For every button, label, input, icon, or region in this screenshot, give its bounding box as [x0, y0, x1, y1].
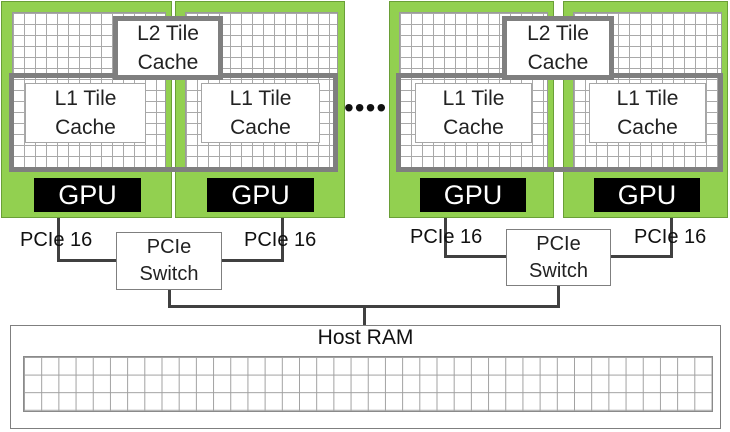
l1-tile-cache-2: L1 Tile Cache — [201, 83, 320, 143]
gpu-label-4: GPU — [594, 178, 700, 212]
l2-cache-label-line2: Cache — [137, 51, 199, 74]
wire-gpu1-to-switch — [57, 259, 117, 262]
pcie-switch-right: PCIe Switch — [506, 229, 611, 286]
switch-label-line2: Switch — [139, 263, 199, 285]
l1-cache-label-line1: L1 Tile — [54, 87, 117, 110]
pcie-link-label-4: PCIe 16 — [634, 226, 707, 248]
gpu-label-2: GPU — [207, 178, 314, 212]
l1-tile-cache-1: L1 Tile Cache — [25, 83, 146, 143]
pcie-link-label-2: PCIe 16 — [244, 229, 317, 251]
wire-gpu2-to-switch — [221, 259, 284, 262]
wire-gpu1-down — [57, 218, 60, 262]
switch-label-line2: Switch — [529, 259, 588, 282]
wire-gpu2-down — [281, 218, 284, 262]
host-ram-label: Host RAM — [317, 326, 414, 349]
l2-tile-cache-right: L2 Tile Cache — [502, 16, 614, 80]
l1-tile-cache-3: L1 Tile Cache — [415, 83, 532, 143]
l1-cache-label-line1: L1 Tile — [229, 87, 292, 110]
gpu-label-3: GPU — [420, 178, 526, 212]
l2-cache-label-line1: L2 Tile — [527, 22, 589, 45]
pcie-switch-left: PCIe Switch — [116, 232, 222, 290]
l2-cache-label-line2: Cache — [527, 51, 589, 74]
l2-cache-region-right — [396, 73, 723, 172]
switch-label-line1: PCIe — [536, 232, 581, 255]
l2-cache-region-left — [9, 73, 338, 172]
more-gpus-ellipsis: •••• — [344, 92, 388, 123]
host-ram-grid — [23, 356, 713, 412]
pcie-link-label-3: PCIe 16 — [410, 226, 483, 248]
l2-cache-label-line1: L2 Tile — [137, 22, 199, 45]
wire-gpu4-down — [670, 218, 673, 258]
l1-cache-label-line2: Cache — [617, 116, 678, 139]
wire-gpu3-to-switch — [444, 255, 507, 258]
pcie-link-label-1: PCIe 16 — [20, 229, 93, 251]
gpu-label-1: GPU — [34, 178, 141, 212]
switch-label-line1: PCIe — [146, 236, 192, 258]
l2-tile-cache-left: L2 Tile Cache — [113, 16, 223, 80]
l1-tile-cache-4: L1 Tile Cache — [589, 83, 706, 143]
l1-cache-label-line2: Cache — [230, 116, 291, 139]
l1-cache-label-line1: L1 Tile — [442, 87, 505, 110]
wire-switch-right-down — [557, 286, 560, 308]
gpu-board-2: L1 Tile Cache GPU — [175, 1, 345, 218]
wire-gpu3-down — [444, 218, 447, 258]
l1-cache-label-line2: Cache — [55, 116, 116, 139]
wire-gpu4-to-switch — [610, 255, 673, 258]
wire-switch-left-down — [168, 290, 171, 308]
l1-cache-label-line1: L1 Tile — [616, 87, 679, 110]
host-ram-panel: Host RAM — [10, 325, 721, 429]
wire-bus-to-host — [363, 305, 366, 326]
l1-cache-label-line2: Cache — [443, 116, 504, 139]
